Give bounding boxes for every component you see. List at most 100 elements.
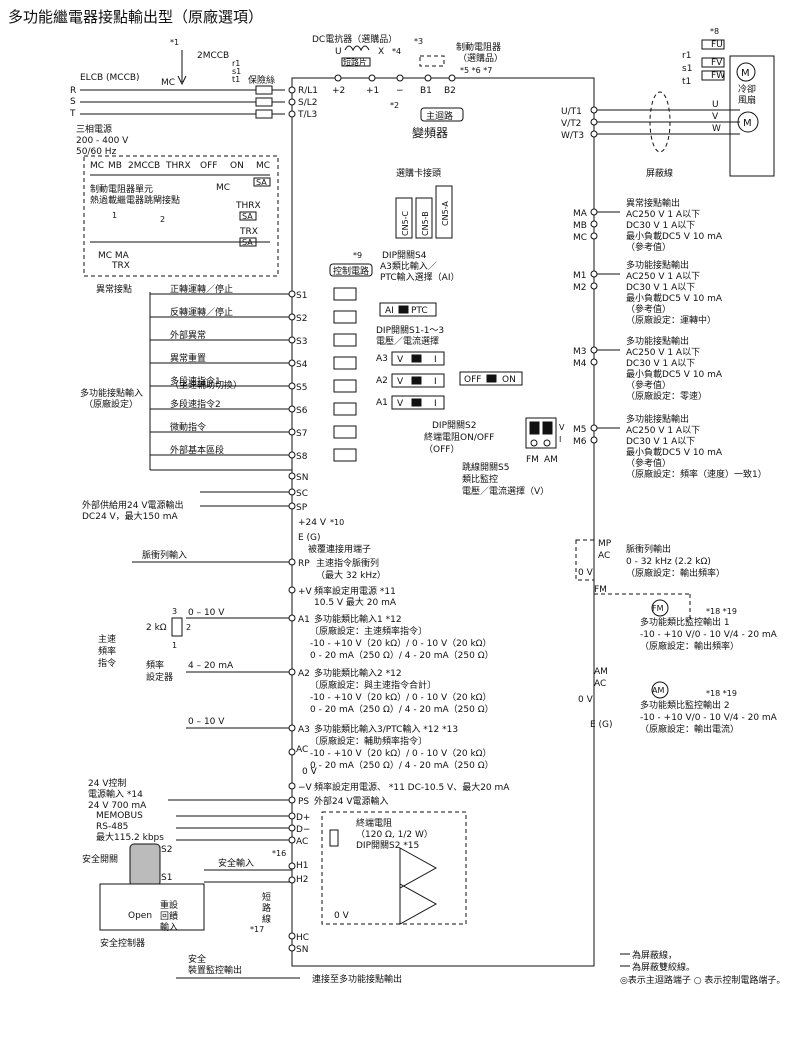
- to-mfo-label: 連接至多功能接點輸出: [312, 973, 402, 985]
- safety-switch: [129, 843, 161, 887]
- output-desc-m12-5: （原廠設定：運轉中）: [626, 314, 716, 326]
- phase-s: S: [70, 97, 76, 107]
- optocoupler-6: [333, 402, 357, 416]
- r1-label: r1: [232, 59, 240, 68]
- mccb2-label: 2MCCB: [197, 51, 229, 61]
- terminal-s5: [288, 382, 296, 390]
- ac-label-comm: AC: [296, 837, 308, 847]
- fan-label-2: 風扇: [738, 94, 756, 106]
- fan-motor-label: M: [741, 68, 750, 79]
- optocoupler-3: [333, 333, 357, 347]
- freq-setter-1: 頻率: [146, 659, 164, 671]
- relay-2mccb: 2MCCB: [128, 161, 160, 171]
- output-desc-fault_out-2: DC30 V 1 A以下: [626, 221, 695, 231]
- pulse-out-2: 0 - 32 kHz (2.2 kΩ): [626, 557, 711, 567]
- input-label-3: 外部異常: [170, 329, 206, 341]
- sn-safety-label: SN: [296, 945, 308, 955]
- memobus-1: MEMOBUS: [96, 811, 143, 821]
- output-desc-m12-0: 多功能接點輸出: [626, 259, 689, 271]
- dip-i-a3: I: [434, 355, 437, 365]
- fuse-label: 保險絲: [248, 74, 275, 86]
- freq-setter-2: 設定器: [146, 671, 173, 683]
- zero-v-comm: 0 V: [334, 911, 350, 921]
- s5-sub-1: 類比監控: [462, 473, 498, 485]
- terminal-h2: [288, 876, 296, 884]
- plus1-label: +1: [366, 86, 379, 96]
- terminal-mb: [590, 220, 598, 228]
- page-title: 多功能繼電器接點輸出型（原廠選項）: [8, 8, 263, 26]
- term-label-s1: S1: [296, 291, 307, 301]
- output-label-mb: MB: [573, 221, 587, 231]
- monitor1-3: （原廠設定：輸出頻率）: [640, 640, 739, 652]
- fm-label: FM: [594, 585, 607, 595]
- plus-v-desc-2: 10.5 V 最大 20 mA: [314, 596, 397, 608]
- shield-term-label: 被覆連接用端子: [308, 543, 371, 555]
- safety-s2: S2: [161, 845, 172, 855]
- r1-right: r1: [682, 51, 691, 61]
- fan-label-1: 冷卻: [738, 83, 756, 95]
- terminal-ps: [288, 796, 296, 804]
- pulse-input-label: 脈衝列輸入: [142, 549, 187, 561]
- a2_desc-line-0: 多功能類比輸入2 *12: [314, 667, 402, 679]
- a1_desc-line-3: 0 - 20 mA（250 Ω）/ 4 - 20 mA（250 Ω）: [310, 650, 494, 661]
- note-2: *2: [390, 101, 399, 110]
- input-label-5: 多段速指令1: [170, 375, 221, 387]
- am-meter: [651, 681, 669, 699]
- input-label-8: 外部基本區段: [170, 444, 224, 456]
- a2-label: A2: [298, 669, 310, 679]
- monitor2-2: -10 - +10 V/0 - 10 V/4 - 20 mA: [640, 713, 778, 723]
- dip-i-a1: I: [434, 399, 437, 409]
- terminal-sn: [288, 472, 296, 480]
- output-desc-m56-1: AC250 V 1 A以下: [626, 426, 700, 436]
- brake-unit-label-1: 制動電阻器單元: [90, 183, 153, 195]
- optocoupler-7: [333, 425, 357, 439]
- optocoupler-2: [333, 310, 357, 324]
- terminal-a3: [288, 724, 296, 732]
- power-label-1: 三相電源: [76, 123, 112, 135]
- ut1-label: U/T1: [561, 107, 582, 117]
- main-circuit-label: 主迴路: [426, 110, 453, 122]
- plus24v-label: +24 V: [298, 518, 327, 528]
- terminal-s7: [288, 428, 296, 436]
- fu-label: FU: [711, 40, 723, 50]
- control-circuit-box: [329, 263, 373, 277]
- relay-thrx: THRX: [165, 161, 191, 171]
- b1-label: B1: [420, 86, 432, 96]
- relay-trx-lower: TRX: [111, 261, 130, 271]
- power-label-3: 50/60 Hz: [76, 147, 117, 157]
- a3_desc-line-2: -10 - +10 V（20 kΩ）/ 0 - 10 V（20 kΩ）: [310, 748, 492, 759]
- sc-label: SC: [296, 489, 308, 499]
- terminal-m5: [590, 424, 598, 432]
- safety-controller-label: 安全控制器: [100, 937, 145, 949]
- ctrl24-2: 電源輸入 *14: [88, 788, 143, 800]
- output-desc-m34-5: （原廠設定：零速）: [626, 390, 707, 402]
- terminal-sc: [288, 488, 296, 496]
- terminal-a1: [288, 614, 296, 622]
- mp-label: MP: [598, 539, 612, 549]
- output-label-m2: M2: [573, 283, 587, 293]
- dip-v-a1: V: [397, 399, 404, 409]
- fm-meter: [651, 599, 669, 617]
- terminal-vt2: [590, 118, 598, 126]
- inverter-label: 變頻器: [412, 125, 448, 140]
- vt2-label: V/T2: [561, 119, 581, 129]
- sp-label: SP: [296, 503, 308, 513]
- short-3: 線: [262, 913, 271, 925]
- output-desc-m56-2: DC30 V 1 A以下: [626, 437, 695, 447]
- dip-a2: A2: [376, 376, 388, 386]
- rp-desc-1: 主速指令脈衝列: [316, 557, 379, 569]
- main-motor-label: M: [743, 118, 752, 129]
- short-1: 短: [262, 891, 271, 903]
- eg-label: E (G): [298, 533, 321, 543]
- input-label-2: 反轉運轉／停止: [170, 306, 233, 318]
- wt3-label: W/T3: [561, 131, 584, 141]
- relay-mb: MB: [108, 161, 122, 171]
- motor-enclosure: [729, 55, 775, 177]
- t1-right: t1: [682, 77, 691, 87]
- terminal-ma: [590, 208, 598, 216]
- ac-label-2: AC: [594, 679, 606, 689]
- sa-label-1: SA: [256, 178, 267, 187]
- optocoupler-5: [333, 379, 357, 393]
- short-bar: [341, 57, 371, 67]
- note-16: *16: [272, 849, 286, 858]
